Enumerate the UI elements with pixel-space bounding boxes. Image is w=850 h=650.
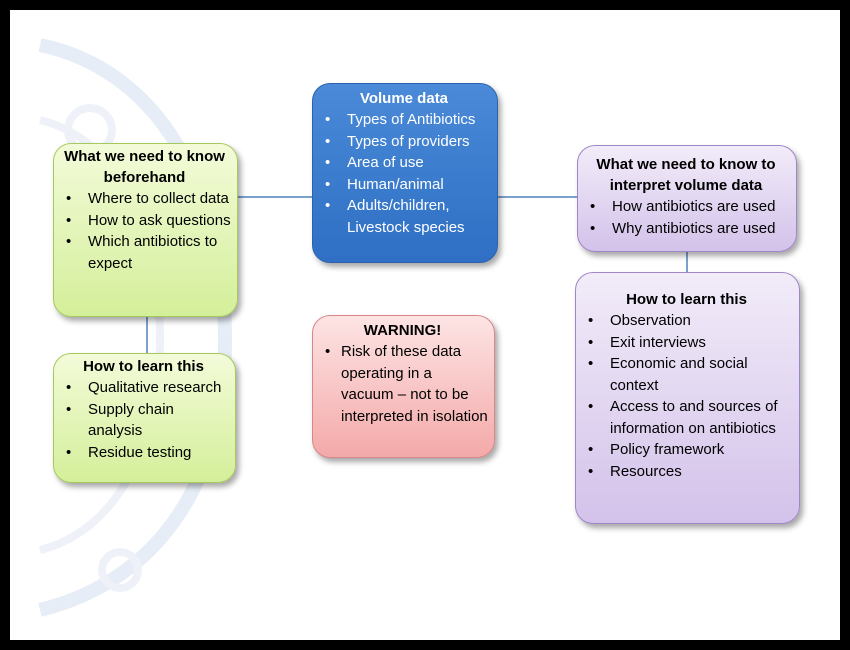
learn-this-right-title: How to learn this — [626, 291, 747, 308]
list-item: Where to collect data — [58, 188, 231, 210]
learn-this-left-list: Qualitative research Supply chain analys… — [58, 377, 229, 463]
list-item: Which antibiotics to expect — [58, 231, 231, 274]
list-item: Residue testing — [58, 442, 229, 464]
list-item: Types of providers — [317, 131, 491, 153]
list-item: Supply chain analysis — [58, 399, 229, 442]
volume-data-title: Volume data — [359, 90, 449, 107]
list-item: Economic and social context — [580, 353, 793, 396]
learn-this-left-title: How to learn this — [83, 358, 204, 375]
connector-lines — [146, 196, 688, 353]
list-item: How to ask questions — [58, 210, 231, 232]
interpret-volume-title: What we need to know to interpret volume… — [596, 156, 776, 194]
list-item: How antibiotics are used — [582, 196, 790, 218]
list-item: Human/animal — [317, 174, 491, 196]
interpret-volume-box: What we need to know to interpret volume… — [577, 145, 797, 252]
volume-data-box: Volume data Types of Antibiotics Types o… — [312, 83, 498, 263]
list-item: Access to and sources of information on … — [580, 396, 793, 439]
list-item: Risk of these data operating in a vacuum… — [317, 341, 488, 427]
list-item: Why antibiotics are used — [582, 218, 790, 240]
warning-title: WARNING! — [363, 322, 442, 339]
warning-box: WARNING! Risk of these data operating in… — [312, 315, 495, 458]
list-item: Resources — [580, 461, 793, 483]
know-beforehand-box: What we need to know beforehand Where to… — [53, 143, 238, 317]
interpret-volume-list: How antibiotics are used Why antibiotics… — [582, 196, 790, 239]
volume-data-list: Types of Antibiotics Types of providers … — [317, 109, 491, 238]
list-item: Policy framework — [580, 439, 793, 461]
list-item: Types of Antibiotics — [317, 109, 491, 131]
list-item: Observation — [580, 310, 793, 332]
know-beforehand-title: What we need to know beforehand — [64, 148, 225, 186]
warning-list: Risk of these data operating in a vacuum… — [317, 341, 488, 427]
learn-this-left-box: How to learn this Qualitative research S… — [53, 353, 236, 483]
list-item: Exit interviews — [580, 332, 793, 354]
list-item: Qualitative research — [58, 377, 229, 399]
list-item: Adults/children, Livestock species — [317, 195, 491, 238]
learn-this-right-list: Observation Exit interviews Economic and… — [580, 310, 793, 482]
know-beforehand-list: Where to collect data How to ask questio… — [58, 188, 231, 274]
slide: Volume data Types of Antibiotics Types o… — [10, 10, 840, 640]
learn-this-right-box: How to learn this Observation Exit inter… — [575, 272, 800, 524]
list-item: Area of use — [317, 152, 491, 174]
